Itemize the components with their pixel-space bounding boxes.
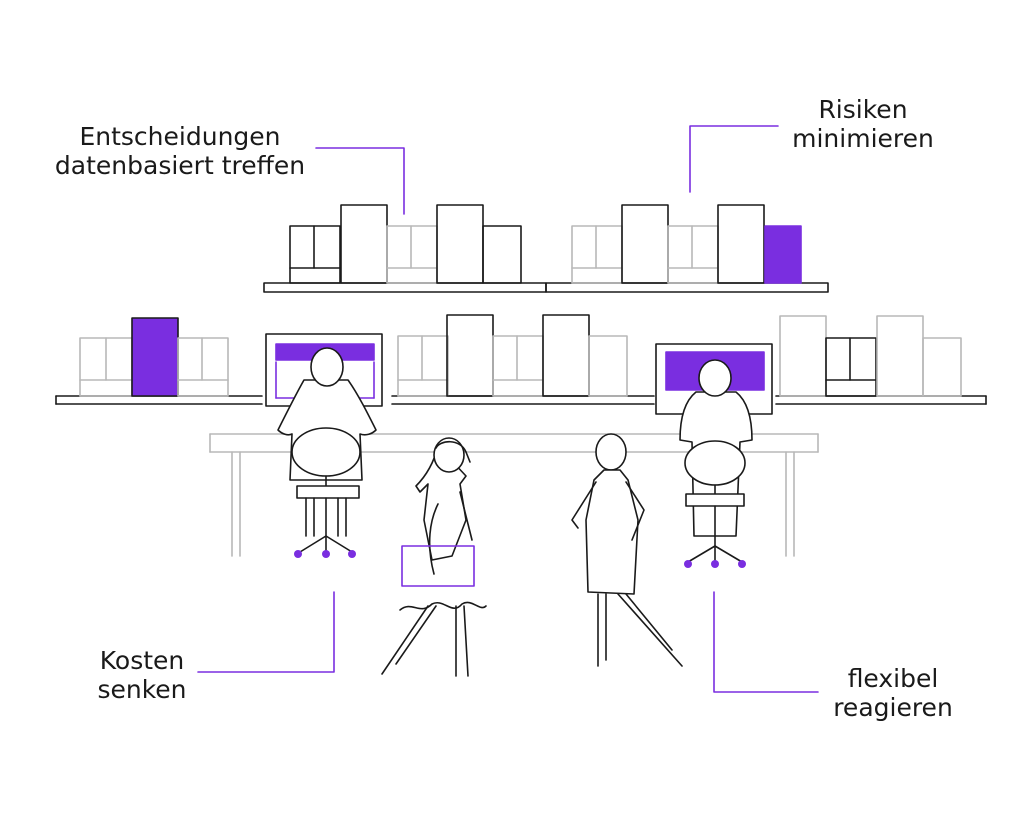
label-risks: Risiken minimieren [778, 95, 948, 153]
callout-lines [197, 125, 819, 693]
callout-line-costs [197, 591, 335, 673]
person-walking-right [571, 433, 683, 667]
label-costs: Kosten senken [90, 646, 194, 704]
callout-line-decisions [315, 147, 405, 215]
callout-line-risks [689, 125, 779, 193]
label-flexible: flexibel reagieren [818, 664, 968, 722]
person-seated-right [679, 359, 753, 563]
label-decisions-line2: datenbasiert treffen [54, 151, 306, 180]
label-costs-line1: Kosten [99, 646, 185, 675]
label-decisions: Entscheidungen datenbasiert treffen [44, 122, 316, 180]
highlight-box-lower [131, 317, 179, 397]
upper-shelf-left [263, 204, 547, 293]
label-flexible-line2: reagieren [833, 693, 953, 722]
person-seated-left [277, 347, 377, 553]
lower-shelf [55, 314, 987, 405]
label-risks-line2: minimieren [792, 124, 934, 153]
label-costs-line2: senken [97, 675, 187, 704]
chair-casters [294, 550, 746, 568]
upper-shelf-right [545, 204, 829, 293]
label-flexible-line1: flexibel [847, 664, 939, 693]
person-walking-left [381, 437, 487, 677]
label-decisions-line1: Entscheidungen [79, 122, 281, 151]
highlight-box-upper [764, 225, 802, 284]
callout-line-flexible [713, 591, 819, 693]
label-risks-line1: Risiken [818, 95, 908, 124]
